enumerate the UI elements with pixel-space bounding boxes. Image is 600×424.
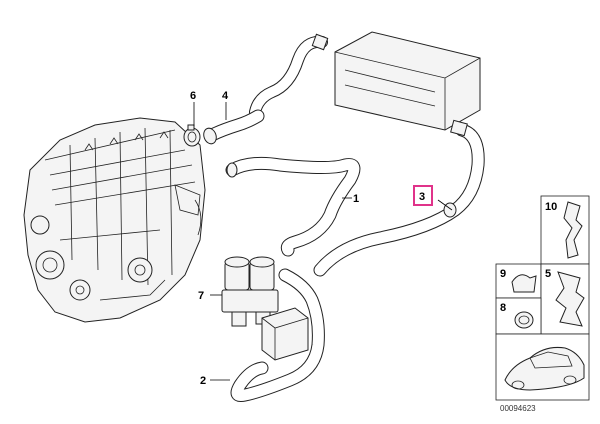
hose-2: [230, 268, 325, 402]
engine-block: [23, 117, 206, 323]
callout-1: 1: [353, 193, 359, 205]
callout-6: 6: [190, 90, 196, 102]
callout-5: 5: [545, 268, 551, 280]
callout-3: 3: [419, 191, 425, 203]
leader-lines: [193, 102, 453, 381]
diagram-number: 00094623: [500, 404, 536, 413]
hose-3: [313, 119, 485, 277]
hose-4: [203, 109, 265, 145]
callout-4: 4: [222, 90, 229, 102]
hose-upper-heater: [249, 33, 329, 118]
clamp-6: [183, 124, 201, 147]
callout-8: 8: [500, 302, 506, 314]
inset-panel-10: [540, 195, 590, 265]
hose-1: [225, 156, 361, 257]
callout-2: 2: [200, 375, 206, 387]
water-valve-7: [221, 256, 279, 327]
clamp-8: [514, 311, 534, 329]
clip-9: [511, 274, 537, 293]
callout-9: 9: [500, 268, 506, 280]
callout-7: 7: [198, 290, 204, 302]
heater-core: [334, 31, 481, 131]
holder-5: [555, 271, 585, 327]
vehicle-illustration: [504, 347, 585, 391]
bracket-10: [563, 201, 583, 259]
inset-panels: 10 9 5 8: [495, 195, 590, 401]
callout-3-highlight-box: [413, 185, 433, 206]
callout-10: 10: [545, 201, 557, 213]
auxiliary-unit: [261, 307, 309, 361]
